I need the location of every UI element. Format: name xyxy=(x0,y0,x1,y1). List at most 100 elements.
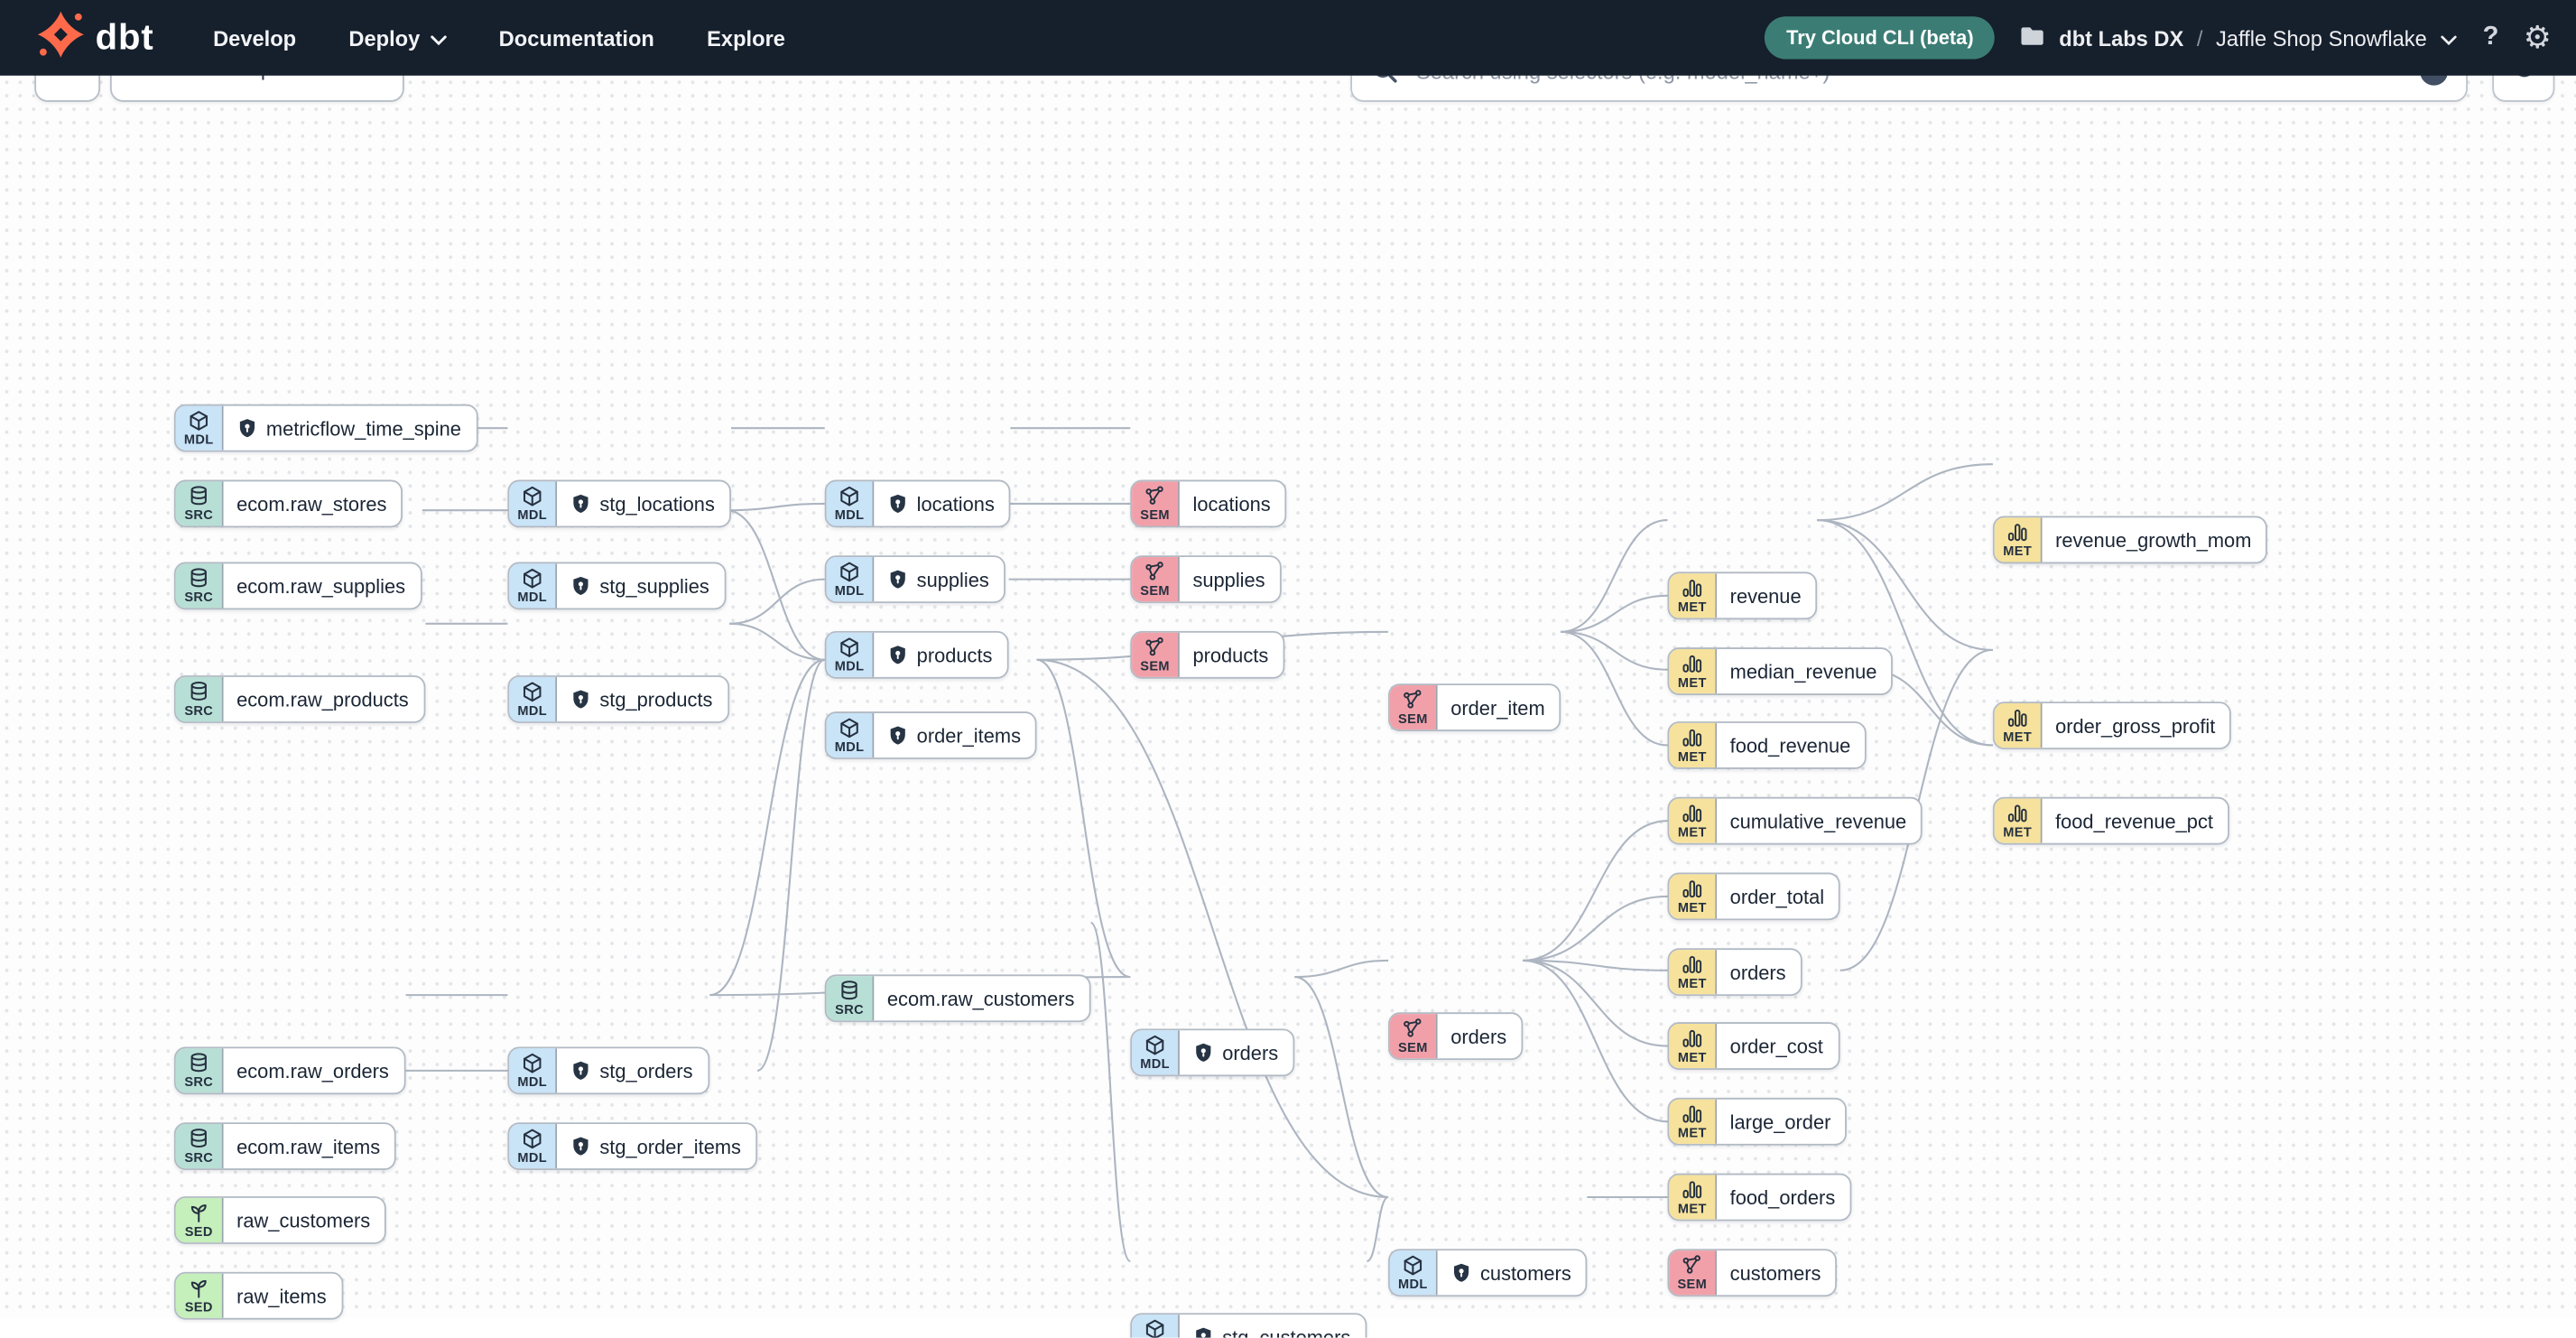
project-name[interactable]: Jaffle Shop Snowflake xyxy=(2216,25,2427,51)
node-name-text: locations xyxy=(1192,492,1271,516)
mdl-badge: MDL xyxy=(1389,1250,1438,1296)
mdl-badge: MDL xyxy=(175,405,224,451)
sem-badge: SEM xyxy=(1669,1250,1718,1296)
badge-type-label: SRC xyxy=(184,1150,214,1166)
edge-sem_order_item-to-met_revenue xyxy=(1561,519,1668,633)
settings-gear-icon[interactable]: ⚙ xyxy=(2523,19,2552,56)
edge-sem_order_item-to-met_food_revenue xyxy=(1561,630,1668,671)
metric-bars-icon xyxy=(1681,953,1703,976)
dbt-logo-text: dbt xyxy=(95,16,154,58)
edge-stg_orders-to-order_items xyxy=(709,658,825,997)
source-database-icon xyxy=(188,485,210,507)
badge-type-label: SRC xyxy=(184,703,214,719)
node-label: food_revenue_pct xyxy=(2043,799,2229,843)
node-name-text: stg_customers xyxy=(1222,1324,1351,1338)
nav-documentation[interactable]: Documentation xyxy=(498,25,654,51)
try-cloud-cli-button[interactable]: Try Cloud CLI (beta) xyxy=(1765,16,1996,60)
edge-met_revenue-to-met_revenue_growth_mom xyxy=(1817,463,1993,522)
edge-stg_order_items-to-order_items xyxy=(756,658,826,1072)
badge-type-label: SRC xyxy=(184,507,214,523)
node-name-text: locations xyxy=(916,492,995,516)
contract-shield-icon xyxy=(887,569,909,590)
project-breadcrumb: dbt Labs DX / Jaffle Shop Snowflake xyxy=(2020,23,2459,51)
node-name-text: order_cost xyxy=(1729,1034,1823,1058)
nav-develop[interactable]: Develop xyxy=(213,25,297,51)
edge-sem_orders-to-met_order_total xyxy=(1523,820,1668,962)
account-name[interactable]: dbt Labs DX xyxy=(2059,25,2184,51)
contract-shield-icon xyxy=(570,493,592,515)
node-name-text: raw_items xyxy=(236,1284,327,1307)
node-name-text: ecom.raw_items xyxy=(236,1134,381,1158)
node-name-text: metricflow_time_spine xyxy=(265,416,461,440)
node-src_raw_items[interactable]: SRC ecom.raw_items xyxy=(173,1122,397,1170)
nav-explore[interactable]: Explore xyxy=(707,25,785,51)
node-label: revenue xyxy=(1717,573,1816,618)
badge-type-label: SEM xyxy=(1398,1040,1428,1055)
met-badge: MET xyxy=(1669,798,1718,843)
node-label: order_cost xyxy=(1717,1024,1838,1068)
node-mdl_metricflow_time_spine[interactable]: MDL metricflow_time_spine xyxy=(173,404,478,452)
help-icon[interactable]: ? xyxy=(2482,23,2499,51)
badge-type-label: MDL xyxy=(517,590,548,605)
semantic-network-icon xyxy=(1144,485,1166,507)
badge-type-label: SEM xyxy=(1140,658,1170,674)
sem-badge: SEM xyxy=(1389,685,1438,730)
edge-order_items-to-customers xyxy=(1036,658,1389,1199)
src-badge: SRC xyxy=(175,1048,224,1093)
badge-type-label: SEM xyxy=(1398,711,1428,727)
node-met_order_cost[interactable]: MET order_cost xyxy=(1667,1022,1840,1070)
node-label: cumulative_revenue xyxy=(1717,799,1921,843)
badge-type-label: SRC xyxy=(835,1002,864,1017)
mdl-badge: MDL xyxy=(826,557,875,602)
node-label: orders xyxy=(1717,950,1801,994)
met-badge: MET xyxy=(1669,1023,1718,1069)
source-database-icon xyxy=(188,567,210,590)
node-label: products xyxy=(1180,633,1283,677)
project-chevron-down-icon[interactable] xyxy=(2440,25,2458,50)
sem-badge: SEM xyxy=(1132,632,1180,677)
node-sem_products[interactable]: SEM products xyxy=(1130,630,1285,679)
src-badge: SRC xyxy=(175,676,224,722)
dbt-logo[interactable]: dbt xyxy=(36,9,154,67)
node-name-text: supplies xyxy=(1192,567,1265,591)
met-badge: MET xyxy=(1669,1175,1718,1220)
nav-deploy[interactable]: Deploy xyxy=(348,25,447,51)
node-name-text: ecom.raw_supplies xyxy=(236,574,406,598)
